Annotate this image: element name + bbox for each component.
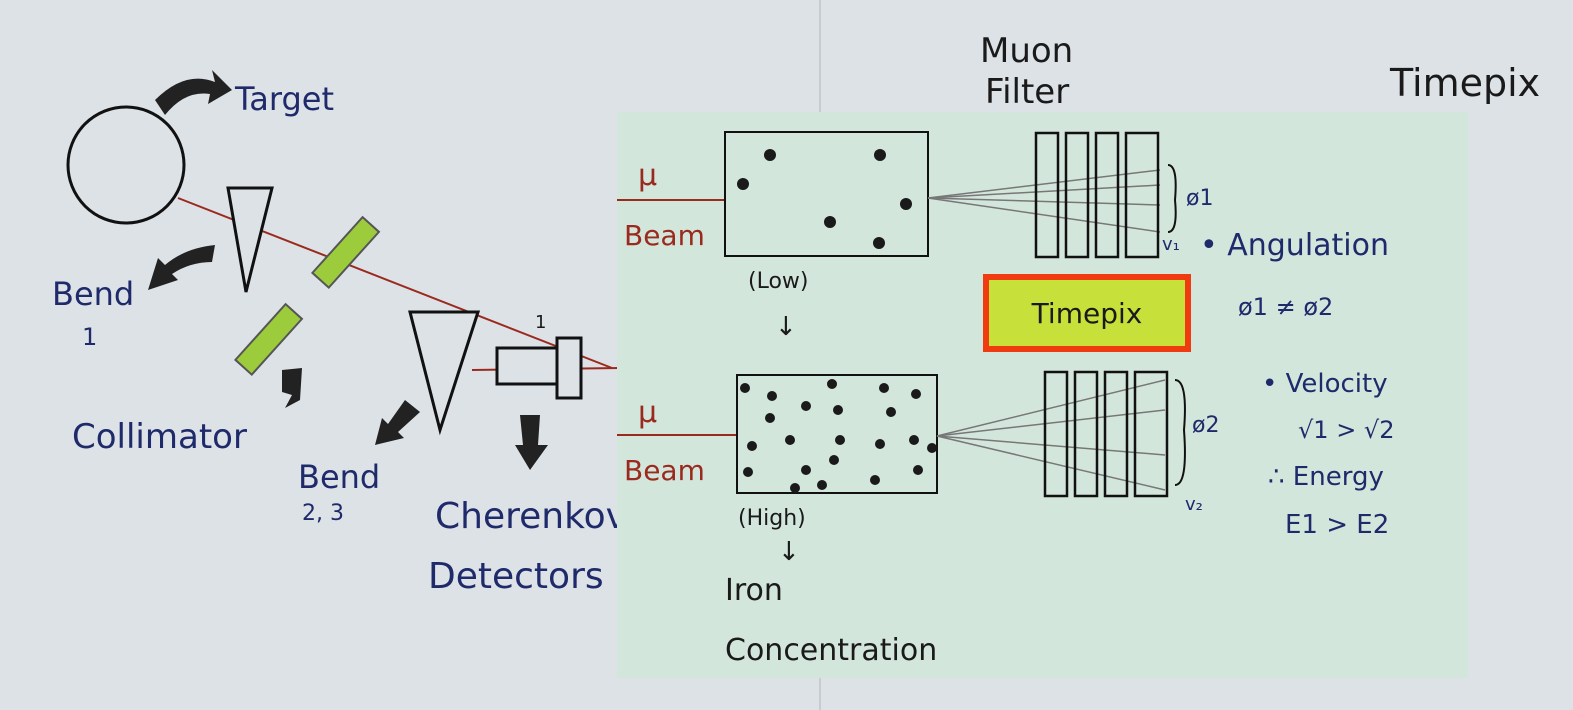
- angulation-label: • Angulation: [1200, 228, 1389, 263]
- bend-magnet-1: [226, 186, 274, 293]
- mu-top-label: μ: [638, 158, 657, 193]
- bend23-label: Bend: [298, 458, 380, 496]
- phi1-brace: [1167, 164, 1177, 233]
- high-particles: [740, 379, 937, 493]
- bend23-number: 2, 3: [302, 501, 344, 526]
- cherenkov-detector-head: [555, 336, 583, 400]
- iron-label: Iron: [725, 573, 783, 608]
- velocity-relation: √1 > √2: [1298, 416, 1395, 444]
- collimator-arrow-icon: [282, 368, 302, 408]
- cherenkov-label: Cherenkov: [435, 496, 627, 537]
- detector-number: 1: [535, 312, 546, 333]
- v2-label: v₂: [1185, 494, 1203, 515]
- low-label: (Low): [748, 269, 809, 294]
- bend1-label: Bend: [52, 275, 134, 313]
- bend-magnet-2-3: [408, 310, 481, 436]
- collimator-upper: [310, 215, 381, 290]
- timepix-background-label: Timepix: [1389, 61, 1540, 105]
- phi1-label: ø1: [1186, 186, 1213, 211]
- top-detector-stack: [1034, 131, 1160, 259]
- beam-top-label: Beam: [624, 219, 705, 252]
- bend23-arrow-icon: [375, 400, 420, 445]
- mu-bottom-label: μ: [638, 395, 657, 430]
- timepix-label: Timepix: [1031, 297, 1143, 330]
- cherenkov-arrow-icon: [515, 415, 548, 470]
- high-label: (High): [738, 506, 806, 531]
- card-background: [617, 112, 1468, 678]
- muon-filter-card: μ Beam (Low) ↓ ø1 v₁ • Angulation ø1 ≠ ø…: [617, 112, 1468, 678]
- filter-label: Filter: [985, 72, 1069, 112]
- bend1-number: 1: [82, 323, 97, 351]
- down-arrow-2-icon: ↓: [778, 537, 800, 567]
- high-concentration-box: [736, 374, 938, 494]
- target-arrow-icon: [155, 70, 232, 115]
- concentration-label: Concentration: [725, 633, 937, 668]
- phi2-label: ø2: [1192, 413, 1219, 438]
- bend1-arrow-icon: [148, 245, 215, 290]
- phi2-brace: [1174, 379, 1186, 486]
- velocity-label: • Velocity: [1262, 369, 1388, 399]
- target-label: Target: [234, 80, 334, 118]
- beam-bottom-label: Beam: [624, 454, 705, 487]
- target-circle: [66, 105, 186, 225]
- collimator-lower: [233, 302, 304, 377]
- detectors-label: Detectors: [428, 556, 604, 597]
- cherenkov-detector-body: [495, 346, 559, 386]
- muon-label: Muon: [980, 31, 1073, 71]
- energy-relation: E1 > E2: [1285, 510, 1389, 540]
- collimator-label: Collimator: [72, 417, 247, 457]
- top-trajectories: [927, 169, 1161, 233]
- bottom-detector-stack: [1043, 370, 1169, 498]
- v1-label: v₁: [1162, 234, 1180, 255]
- down-arrow-icon: ↓: [775, 312, 797, 342]
- low-particles: [737, 149, 912, 249]
- timepix-box: [983, 274, 1191, 352]
- energy-label: ∴ Energy: [1268, 462, 1384, 492]
- phi-inequality-label: ø1 ≠ ø2: [1238, 293, 1333, 321]
- low-concentration-box: [724, 131, 929, 257]
